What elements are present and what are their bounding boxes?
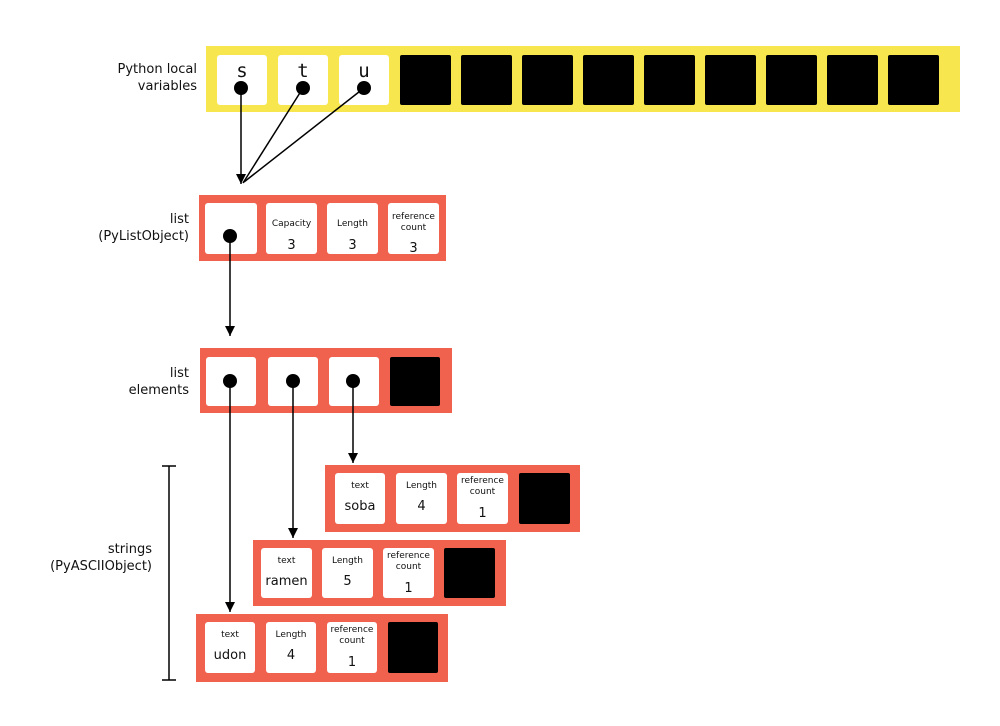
empty-string-slot bbox=[519, 473, 570, 524]
string-refcount-field: reference count 1 bbox=[457, 473, 508, 524]
empty-string-slot bbox=[388, 622, 438, 673]
list-object-label: list (PyListObject) bbox=[98, 212, 189, 244]
empty-local-slot bbox=[888, 55, 939, 105]
refcount-field: reference count 3 bbox=[388, 203, 439, 256]
local-var-t: t bbox=[278, 55, 328, 105]
empty-local-slot bbox=[827, 55, 878, 105]
local-var-u: u bbox=[339, 55, 389, 105]
pointer-dot bbox=[223, 229, 237, 243]
empty-string-slot bbox=[444, 548, 495, 598]
strings-label: strings (PyASCIIObject) bbox=[50, 542, 152, 574]
items-pointer-cell bbox=[205, 203, 257, 254]
pointer-dot bbox=[346, 374, 360, 388]
pointer-dot bbox=[357, 81, 371, 95]
empty-local-slot bbox=[766, 55, 817, 105]
string-length-field: Length 5 bbox=[322, 548, 373, 598]
empty-local-slot bbox=[644, 55, 695, 105]
locals-label: Python local variables bbox=[117, 62, 198, 94]
list-elements-label: list elements bbox=[128, 366, 189, 398]
length-field: Length 3 bbox=[327, 203, 378, 254]
pointer-dot bbox=[286, 374, 300, 388]
local-var-name: u bbox=[358, 60, 370, 82]
string-refcount-field: reference count 1 bbox=[327, 622, 377, 673]
capacity-field: Capacity 3 bbox=[266, 203, 317, 254]
pointer-dot bbox=[296, 81, 310, 95]
empty-local-slot bbox=[400, 55, 451, 105]
empty-local-slot bbox=[705, 55, 756, 105]
pointer-dot bbox=[223, 374, 237, 388]
empty-local-slot bbox=[522, 55, 573, 105]
string-length-field: Length 4 bbox=[396, 473, 447, 524]
string-refcount-field: reference count 1 bbox=[383, 548, 434, 598]
pointer-dot bbox=[234, 81, 248, 95]
local-var-name: s bbox=[236, 60, 248, 82]
pointer-u-to-list bbox=[243, 87, 365, 183]
local-var-s: s bbox=[217, 55, 267, 105]
string-text-field: text udon bbox=[205, 622, 255, 673]
pointer-t-to-list bbox=[242, 87, 304, 184]
empty-local-slot bbox=[583, 55, 634, 105]
empty-local-slot bbox=[461, 55, 512, 105]
local-var-name: t bbox=[297, 60, 309, 82]
string-text-field: text soba bbox=[335, 473, 385, 524]
string-text-field: text ramen bbox=[261, 548, 312, 598]
string-length-field: Length 4 bbox=[266, 622, 316, 673]
empty-element-slot bbox=[390, 357, 440, 406]
